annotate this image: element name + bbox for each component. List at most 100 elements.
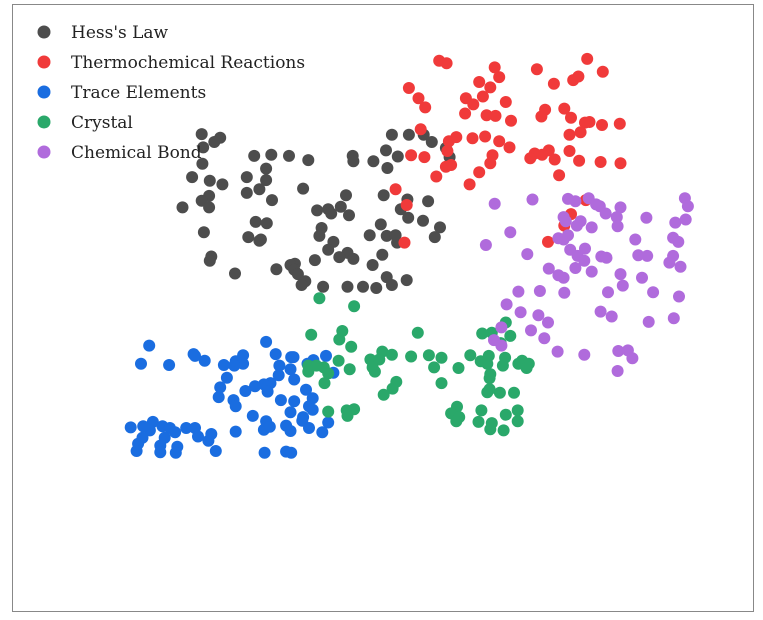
data-point-0-25 [240, 171, 253, 184]
data-point-3-8 [504, 329, 517, 342]
data-point-4-25 [629, 233, 642, 246]
data-point-4-39 [674, 260, 687, 273]
data-point-0-70 [389, 229, 402, 242]
data-point-4-56 [514, 306, 527, 319]
data-point-3-41 [483, 372, 496, 385]
data-point-1-8 [493, 71, 506, 84]
data-point-4-61 [642, 315, 655, 328]
data-point-4-1 [526, 193, 539, 206]
data-point-2-22 [272, 369, 285, 382]
data-point-2-60 [303, 422, 315, 434]
data-point-3-66 [497, 424, 510, 437]
data-point-2-34 [274, 394, 287, 407]
legend-label-4: Chemical Bond [71, 143, 202, 163]
data-point-2-72 [209, 445, 222, 457]
data-point-1-9 [547, 77, 560, 90]
data-point-0-21 [260, 162, 273, 175]
data-point-3-62 [472, 415, 485, 428]
data-point-4-57 [594, 305, 607, 318]
data-point-0-6 [265, 148, 278, 161]
data-point-3-4 [411, 326, 424, 339]
data-point-0-52 [363, 229, 376, 242]
data-point-4-19 [669, 216, 682, 229]
data-point-1-30 [574, 126, 587, 139]
data-point-2-5 [269, 348, 282, 361]
data-point-4-72 [578, 348, 591, 361]
data-point-0-61 [333, 251, 346, 264]
data-point-4-3 [569, 195, 582, 208]
data-point-1-16 [419, 101, 432, 114]
data-point-0-27 [203, 174, 216, 187]
data-point-1-47 [430, 170, 443, 183]
data-point-2-11 [135, 357, 147, 370]
data-point-4-41 [569, 262, 582, 274]
data-point-4-34 [600, 251, 613, 264]
data-point-3-30 [428, 361, 441, 374]
data-point-0-47 [374, 218, 387, 231]
data-point-0-41 [343, 209, 355, 222]
data-point-2-15 [287, 351, 300, 364]
data-point-4-27 [672, 235, 685, 248]
data-point-3-45 [386, 382, 399, 395]
data-point-4-54 [673, 290, 685, 303]
data-point-3-5 [476, 327, 489, 340]
data-point-4-35 [632, 249, 645, 262]
data-point-2-40 [246, 409, 259, 422]
data-point-0-23 [253, 183, 266, 196]
legend-label-0: Hess's Law [71, 23, 169, 43]
data-point-4-49 [512, 285, 525, 298]
data-point-1-32 [563, 128, 576, 141]
data-point-2-64 [202, 434, 215, 447]
data-point-4-21 [504, 226, 517, 239]
data-point-0-13 [385, 128, 398, 141]
data-point-4-12 [640, 211, 653, 224]
data-point-1-38 [441, 145, 454, 157]
data-point-3-11 [345, 340, 358, 353]
data-point-2-26 [249, 380, 261, 393]
legend-marker-4 [37, 145, 51, 159]
data-point-4-69 [612, 345, 625, 357]
data-point-0-55 [254, 233, 267, 246]
data-point-0-82 [370, 282, 383, 294]
data-point-4-42 [578, 254, 591, 267]
data-point-2-29 [261, 385, 274, 398]
data-point-4-68 [551, 345, 564, 358]
data-point-3-16 [385, 348, 398, 361]
data-point-0-68 [366, 259, 379, 271]
data-point-3-64 [511, 415, 524, 428]
data-point-3-28 [343, 363, 356, 376]
data-point-4-16 [570, 219, 583, 232]
data-point-3-13 [332, 354, 345, 367]
legend-marker-3 [37, 115, 51, 129]
data-point-0-45 [260, 217, 273, 230]
data-point-2-28 [239, 385, 252, 397]
data-point-0-63 [308, 254, 321, 267]
legend-marker-2 [37, 85, 51, 99]
data-point-1-42 [563, 145, 576, 157]
data-point-1-66 [542, 235, 554, 248]
data-point-0-10 [347, 155, 360, 168]
data-point-2-19 [320, 349, 332, 362]
data-point-1-55 [573, 154, 586, 167]
data-point-0-71 [428, 231, 441, 244]
data-point-4-45 [557, 271, 570, 284]
data-point-1-27 [596, 119, 608, 131]
data-point-0-83 [357, 280, 369, 293]
scatter-points [124, 52, 694, 459]
data-point-2-35 [229, 400, 242, 413]
data-point-0-85 [317, 280, 330, 293]
data-point-1-31 [583, 116, 596, 128]
data-point-2-0 [143, 339, 156, 352]
data-point-4-31 [521, 248, 534, 261]
data-point-0-36 [377, 189, 390, 202]
data-point-4-20 [679, 213, 692, 226]
data-point-1-52 [536, 148, 549, 161]
data-point-2-71 [169, 446, 182, 459]
data-point-0-42 [402, 211, 415, 224]
data-point-1-13 [412, 92, 425, 105]
data-point-3-54 [475, 404, 488, 417]
legend-label-1: Thermochemical Reactions [71, 53, 305, 73]
data-point-2-48 [180, 422, 193, 434]
data-point-0-34 [266, 194, 278, 207]
data-point-4-71 [626, 352, 639, 365]
